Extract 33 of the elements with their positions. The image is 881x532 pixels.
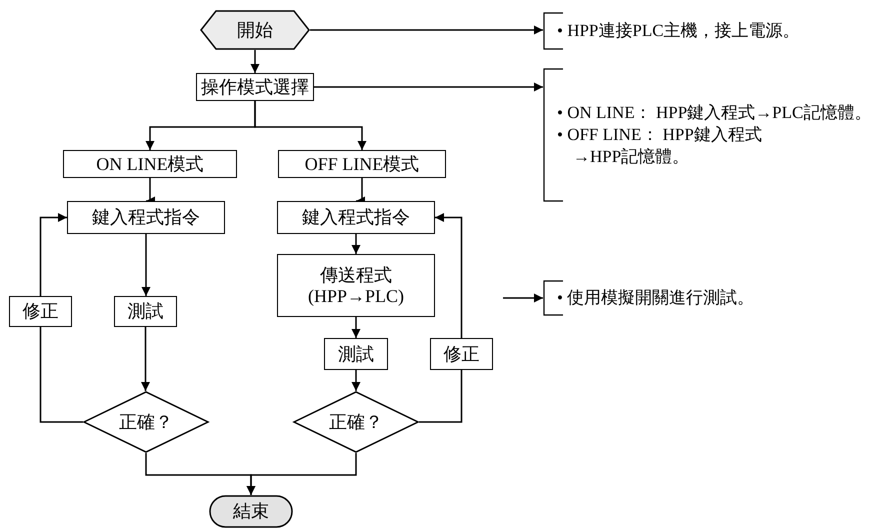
note-text: • OFF LINE： HPP鍵入程式→HPP記憶體。 [557, 124, 763, 168]
arrow [142, 234, 150, 296]
arrow [246, 453, 357, 495]
arrow [250, 50, 260, 73]
arrow [352, 370, 360, 391]
arrow [503, 294, 543, 302]
process-box: 傳送程式 (HPP→PLC) [277, 254, 435, 317]
connector-line [40, 327, 83, 423]
connector-line [419, 370, 462, 423]
arrow [141, 327, 150, 391]
arrow [352, 234, 360, 254]
process-box: 修正 [9, 296, 72, 327]
arrow [314, 82, 543, 92]
note-text: • ON LINE： HPP鍵入程式→PLC記憶體。 [557, 102, 872, 124]
arrow [352, 317, 360, 338]
process-box: 鍵入程式指令 [277, 201, 435, 234]
end-terminal: 結束 [209, 495, 293, 528]
process-box: 鍵入程式指令 [67, 201, 225, 234]
decision-diamond: 正確？ [83, 391, 209, 453]
arrow [435, 213, 462, 338]
process-box: ON LINE模式 [63, 150, 237, 178]
arrow [310, 26, 543, 34]
decision-diamond: 正確？ [293, 391, 419, 453]
process-box: 修正 [430, 338, 493, 370]
arrow [40, 213, 67, 296]
note-text: • HPP連接PLC主機，接上電源。 [557, 20, 801, 42]
note-text: • 使用模擬開關進行測試。 [557, 287, 756, 309]
process-box: 測試 [324, 338, 388, 370]
process-box: 操作模式選擇 [196, 73, 314, 101]
arrow [254, 101, 366, 150]
process-box: 測試 [114, 296, 177, 327]
start-hexagon: 開始 [200, 10, 310, 50]
process-box: OFF LINE模式 [278, 150, 446, 178]
